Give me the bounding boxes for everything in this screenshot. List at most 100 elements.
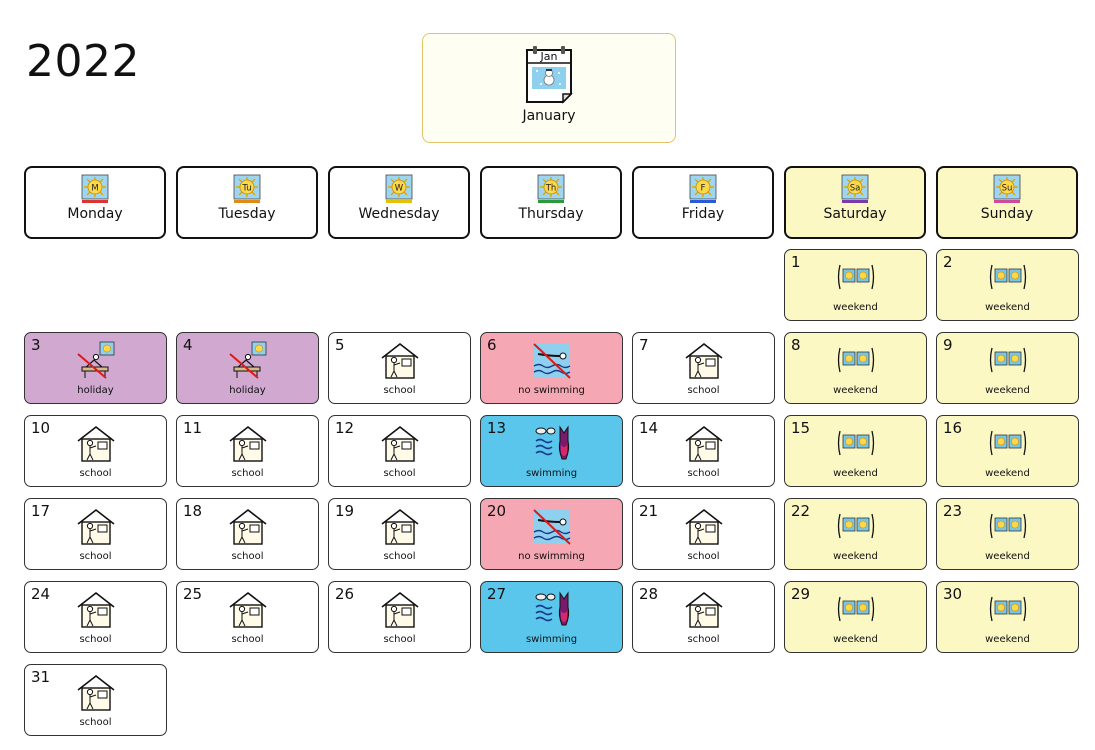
weekday-header-wednesday[interactable]: W Wednesday xyxy=(328,166,470,239)
weekend-icon xyxy=(989,347,1026,373)
day-cell-22[interactable]: 22 weekend xyxy=(784,498,927,570)
weekend-icon xyxy=(837,430,874,456)
day-activity-label: weekend xyxy=(833,468,878,479)
holiday-icon xyxy=(76,341,114,379)
month-card[interactable]: Jan January xyxy=(422,33,676,143)
weekday-sun-icon: Su xyxy=(993,174,1021,203)
day-cell-21[interactable]: 21 school xyxy=(632,498,775,570)
day-cell-8[interactable]: 8 weekend xyxy=(784,332,927,404)
day-number: 8 xyxy=(791,336,801,354)
day-number: 21 xyxy=(639,502,659,520)
day-number: 4 xyxy=(183,336,193,354)
day-number: 19 xyxy=(335,502,355,520)
day-cell-4[interactable]: 4 holiday xyxy=(176,332,319,404)
month-label: January xyxy=(522,108,576,124)
day-number: 15 xyxy=(791,419,811,437)
day-number: 30 xyxy=(943,585,963,603)
day-activity-label: school xyxy=(687,634,720,645)
day-activity-label: school xyxy=(231,551,264,562)
day-cell-18[interactable]: 18 school xyxy=(176,498,319,570)
day-number: 25 xyxy=(183,585,203,603)
day-activity-label: school xyxy=(79,468,112,479)
day-activity-label: school xyxy=(383,468,416,479)
day-number: 26 xyxy=(335,585,355,603)
day-cell-6[interactable]: 6 no swimming xyxy=(480,332,623,404)
school-icon xyxy=(685,508,722,545)
weekday-label: Monday xyxy=(67,206,123,222)
day-cell-31[interactable]: 31 school xyxy=(24,664,167,736)
weekday-header-sunday[interactable]: Su Sunday xyxy=(936,166,1078,239)
day-cell-16[interactable]: 16 weekend xyxy=(936,415,1079,487)
day-number: 22 xyxy=(791,502,811,520)
day-activity-label: school xyxy=(79,551,112,562)
day-activity-label: school xyxy=(231,634,264,645)
day-cell-30[interactable]: 30 weekend xyxy=(936,581,1079,653)
day-number: 17 xyxy=(31,502,51,520)
day-cell-14[interactable]: 14 school xyxy=(632,415,775,487)
no-swimming-icon xyxy=(532,343,571,379)
day-activity-label: holiday xyxy=(77,385,114,396)
weekend-icon xyxy=(837,264,874,290)
weekday-header-friday[interactable]: F Friday xyxy=(632,166,774,239)
no-swimming-icon xyxy=(532,509,571,545)
day-cell-12[interactable]: 12 school xyxy=(328,415,471,487)
school-icon xyxy=(77,508,114,545)
day-cell-25[interactable]: 25 school xyxy=(176,581,319,653)
day-cell-5[interactable]: 5 school xyxy=(328,332,471,404)
swimming-icon xyxy=(535,591,569,626)
day-cell-11[interactable]: 11 school xyxy=(176,415,319,487)
weekday-abbr: F xyxy=(701,184,706,194)
weekday-header-monday[interactable]: M Monday xyxy=(24,166,166,239)
day-cell-13[interactable]: 13 swimming xyxy=(480,415,623,487)
day-activity-label: school xyxy=(383,385,416,396)
day-activity-label: weekend xyxy=(833,634,878,645)
day-activity-label: no swimming xyxy=(518,551,585,562)
day-cell-7[interactable]: 7 school xyxy=(632,332,775,404)
day-number: 7 xyxy=(639,336,649,354)
day-cell-19[interactable]: 19 school xyxy=(328,498,471,570)
day-cell-23[interactable]: 23 weekend xyxy=(936,498,1079,570)
day-cell-20[interactable]: 20 no swimming xyxy=(480,498,623,570)
day-cell-15[interactable]: 15 weekend xyxy=(784,415,927,487)
weekday-header-tuesday[interactable]: Tu Tuesday xyxy=(176,166,318,239)
day-number: 29 xyxy=(791,585,811,603)
day-number: 28 xyxy=(639,585,659,603)
school-icon xyxy=(685,425,722,462)
day-number: 27 xyxy=(487,585,507,603)
day-activity-label: school xyxy=(687,551,720,562)
day-activity-label: weekend xyxy=(833,385,878,396)
day-cell-2[interactable]: 2 weekend xyxy=(936,249,1079,321)
weekend-icon xyxy=(989,513,1026,539)
day-cell-26[interactable]: 26 school xyxy=(328,581,471,653)
day-cell-1[interactable]: 1 weekend xyxy=(784,249,927,321)
day-activity-label: holiday xyxy=(229,385,266,396)
day-number: 10 xyxy=(31,419,51,437)
day-cell-29[interactable]: 29 weekend xyxy=(784,581,927,653)
school-icon xyxy=(229,591,266,628)
day-cell-27[interactable]: 27 swimming xyxy=(480,581,623,653)
day-cell-28[interactable]: 28 school xyxy=(632,581,775,653)
day-activity-label: school xyxy=(383,551,416,562)
day-activity-label: weekend xyxy=(985,385,1030,396)
school-icon xyxy=(77,425,114,462)
day-cell-9[interactable]: 9 weekend xyxy=(936,332,1079,404)
year-title: 2022 xyxy=(26,36,140,87)
day-number: 1 xyxy=(791,253,801,271)
day-activity-label: weekend xyxy=(985,634,1030,645)
day-cell-17[interactable]: 17 school xyxy=(24,498,167,570)
day-activity-label: swimming xyxy=(525,468,578,479)
weekend-icon xyxy=(837,513,874,539)
day-number: 9 xyxy=(943,336,953,354)
day-cell-24[interactable]: 24 school xyxy=(24,581,167,653)
weekend-icon xyxy=(989,264,1026,290)
weekday-sun-icon: F xyxy=(689,174,717,203)
weekday-label: Friday xyxy=(681,206,725,222)
day-cell-3[interactable]: 3 holiday xyxy=(24,332,167,404)
weekday-header-saturday[interactable]: Sa Saturday xyxy=(784,166,926,239)
weekday-header-thursday[interactable]: Th Thursday xyxy=(480,166,622,239)
day-cell-10[interactable]: 10 school xyxy=(24,415,167,487)
weekday-sun-icon: W xyxy=(385,174,413,203)
holiday-icon xyxy=(228,341,266,379)
weekday-sun-icon: M xyxy=(81,174,109,203)
weekday-abbr: Tu xyxy=(241,184,251,194)
